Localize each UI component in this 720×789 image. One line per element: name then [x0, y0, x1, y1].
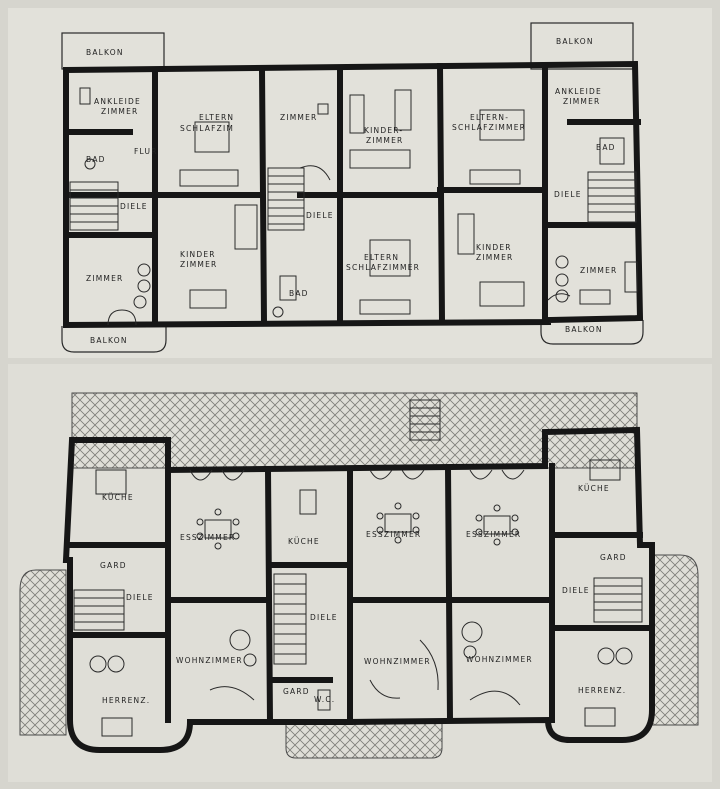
- label-eltern-right-2: SCHLAFZIMMER: [452, 123, 526, 132]
- staircase-upper-left: [69, 181, 119, 231]
- label-diele-left: DIELE: [126, 593, 154, 602]
- label-zimmer-mid: ZIMMER: [280, 113, 317, 122]
- label-diele-mid: DIELE: [310, 613, 338, 622]
- label-balkon-top-right: BALKON: [556, 37, 594, 46]
- terrace-left: [19, 569, 67, 736]
- staircase-upper-mid: [267, 167, 305, 231]
- terrace-right: [651, 554, 699, 726]
- label-ankleide-right-2: ZIMMER: [563, 97, 600, 106]
- label-flur-left: FLUR: [134, 147, 158, 156]
- label-diele-mid: DIELE: [306, 211, 334, 220]
- balcony-bottom-left: [61, 326, 167, 353]
- label-diele-left: DIELE: [120, 202, 148, 211]
- label-kinder-right-2: ZIMMER: [476, 253, 513, 262]
- label-ankleide-right-1: ANKLEIDE: [555, 87, 602, 96]
- label-herrenz-right: HERRENZ.: [578, 686, 626, 695]
- ground-party-wall-left: [264, 466, 274, 726]
- staircase-ground-left: [73, 589, 125, 631]
- upper-floor-labels: BALKON BALKON BALKON BALKON ANKLEIDE ZIM…: [86, 37, 617, 345]
- staircase-ground-mid: [273, 573, 307, 665]
- label-esszimmer-mid: ESSZIMMER: [366, 530, 421, 539]
- label-kinder-left-2: ZIMMER: [180, 260, 217, 269]
- label-eltern-left-1: ELTERN: [199, 113, 234, 122]
- furniture: [89, 459, 633, 737]
- label-kueche-mid: KÜCHE: [288, 537, 320, 546]
- ground-party-wall-right: [444, 464, 454, 724]
- label-eltern-mid-2: SCHLAFZIMMER: [346, 263, 420, 272]
- label-wohnzimmer-mid: WOHNZIMMER: [364, 657, 431, 666]
- label-gard-mid: GARD: [283, 687, 310, 696]
- staircase-terrace: [409, 399, 441, 441]
- terrace-front: [285, 721, 443, 759]
- label-kinder-left-1: KINDER: [180, 250, 216, 259]
- staircase-upper-right: [587, 171, 637, 223]
- label-esszimmer-right: ESSZIMMER: [466, 530, 521, 539]
- label-zimmer-bottom-left: ZIMMER: [86, 274, 123, 283]
- label-kinder-right-1: KINDER: [476, 243, 512, 252]
- ground-floor-plan: KÜCHE ESSZIMMER GARD DIELE WOHNZIMMER HE…: [19, 392, 699, 759]
- label-bad-right: BAD: [596, 143, 616, 152]
- label-bad-left: BAD: [86, 155, 106, 164]
- furniture: [79, 87, 638, 326]
- label-balkon-bottom-right: BALKON: [565, 325, 603, 334]
- label-wohnzimmer-right: WOHNZIMMER: [466, 655, 533, 664]
- label-balkon-bottom-left: BALKON: [90, 336, 128, 345]
- label-kueche-right: KÜCHE: [578, 484, 610, 493]
- ground-floor-labels: KÜCHE ESSZIMMER GARD DIELE WOHNZIMMER HE…: [100, 484, 627, 705]
- label-diele-right: DIELE: [554, 190, 582, 199]
- label-wohnzimmer-left: WOHNZIMMER: [176, 656, 243, 665]
- balcony-bottom-right: [540, 320, 644, 345]
- label-ankleide-left-1: ANKLEIDE: [94, 97, 141, 106]
- label-bad-mid: BAD: [289, 289, 309, 298]
- label-herrenz-left: HERRENZ.: [102, 696, 150, 705]
- balcony-top-right: [530, 22, 634, 70]
- staircase-ground-right: [593, 577, 643, 623]
- label-eltern-mid-1: ELTERN: [364, 253, 399, 262]
- label-wc-mid: W.C.: [314, 695, 335, 704]
- label-kinder-mid-2: ZIMMER: [366, 136, 403, 145]
- upper-floor-plan: BALKON BALKON BALKON BALKON ANKLEIDE ZIM…: [61, 22, 644, 353]
- label-zimmer-right: ZIMMER: [580, 266, 617, 275]
- ground-exterior-wall: [62, 426, 655, 753]
- label-esszimmer-left: ESSZIMMER: [180, 533, 235, 542]
- label-ankleide-left-2: ZIMMER: [101, 107, 138, 116]
- label-gard-right: GARD: [600, 553, 627, 562]
- label-eltern-right-1: ELTERN-: [470, 113, 509, 122]
- label-kinder-mid-1: KINDER-: [364, 126, 403, 135]
- label-diele-right: DIELE: [562, 586, 590, 595]
- label-balkon-top-left: BALKON: [86, 48, 124, 57]
- label-eltern-left-2: SCHLAFZIM: [180, 124, 234, 133]
- label-kueche-left: KÜCHE: [102, 493, 134, 502]
- label-gard-left: GARD: [100, 561, 127, 570]
